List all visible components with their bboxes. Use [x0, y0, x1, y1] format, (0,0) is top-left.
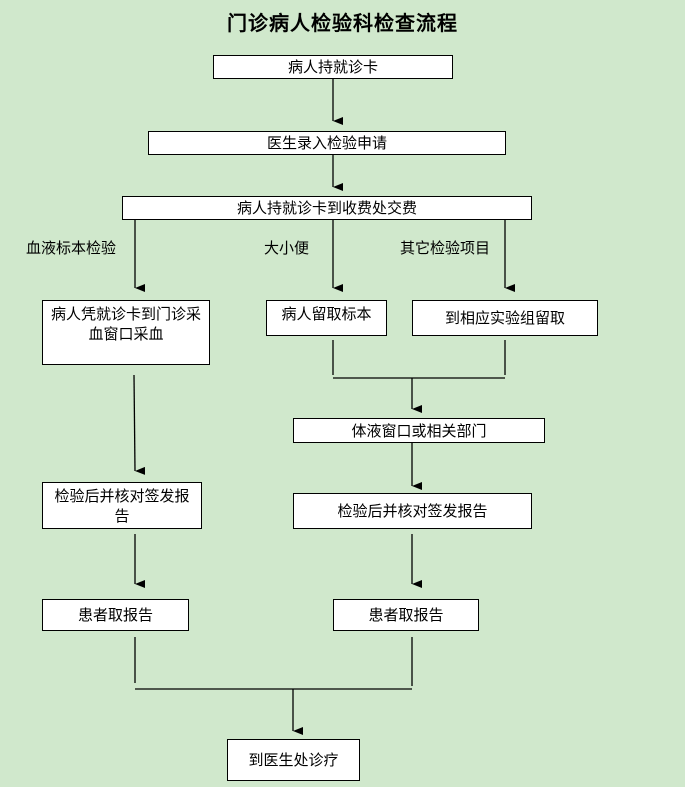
node-patient-card: 病人持就诊卡: [213, 55, 453, 79]
node-get-report-left: 患者取报告: [42, 599, 189, 631]
node-doctor-treatment: 到医生处诊疗: [227, 739, 360, 781]
node-payment: 病人持就诊卡到收费处交费: [122, 196, 532, 220]
node-sample-collection: 病人留取标本: [266, 300, 387, 336]
page-title: 门诊病人检验科检查流程: [227, 11, 458, 35]
branch-label-stool-urine: 大小便: [264, 239, 310, 257]
node-blood-collection: 病人凭就诊卡到门诊采血窗口采血: [42, 300, 210, 365]
branch-label-blood: 血液标本检验: [26, 239, 117, 257]
node-report-issue-right: 检验后并核对签发报告: [293, 493, 532, 529]
node-report-issue-left: 检验后并核对签发报告: [42, 482, 202, 529]
node-get-report-right: 患者取报告: [333, 599, 479, 631]
arrow-n4-n8: [133, 374, 146, 475]
node-body-fluid-window: 体液窗口或相关部门: [293, 418, 545, 443]
branch-label-other: 其它检验项目: [400, 239, 491, 257]
node-doctor-request: 医生录入检验申请: [148, 131, 506, 155]
node-lab-group: 到相应实验组留取: [412, 300, 598, 336]
